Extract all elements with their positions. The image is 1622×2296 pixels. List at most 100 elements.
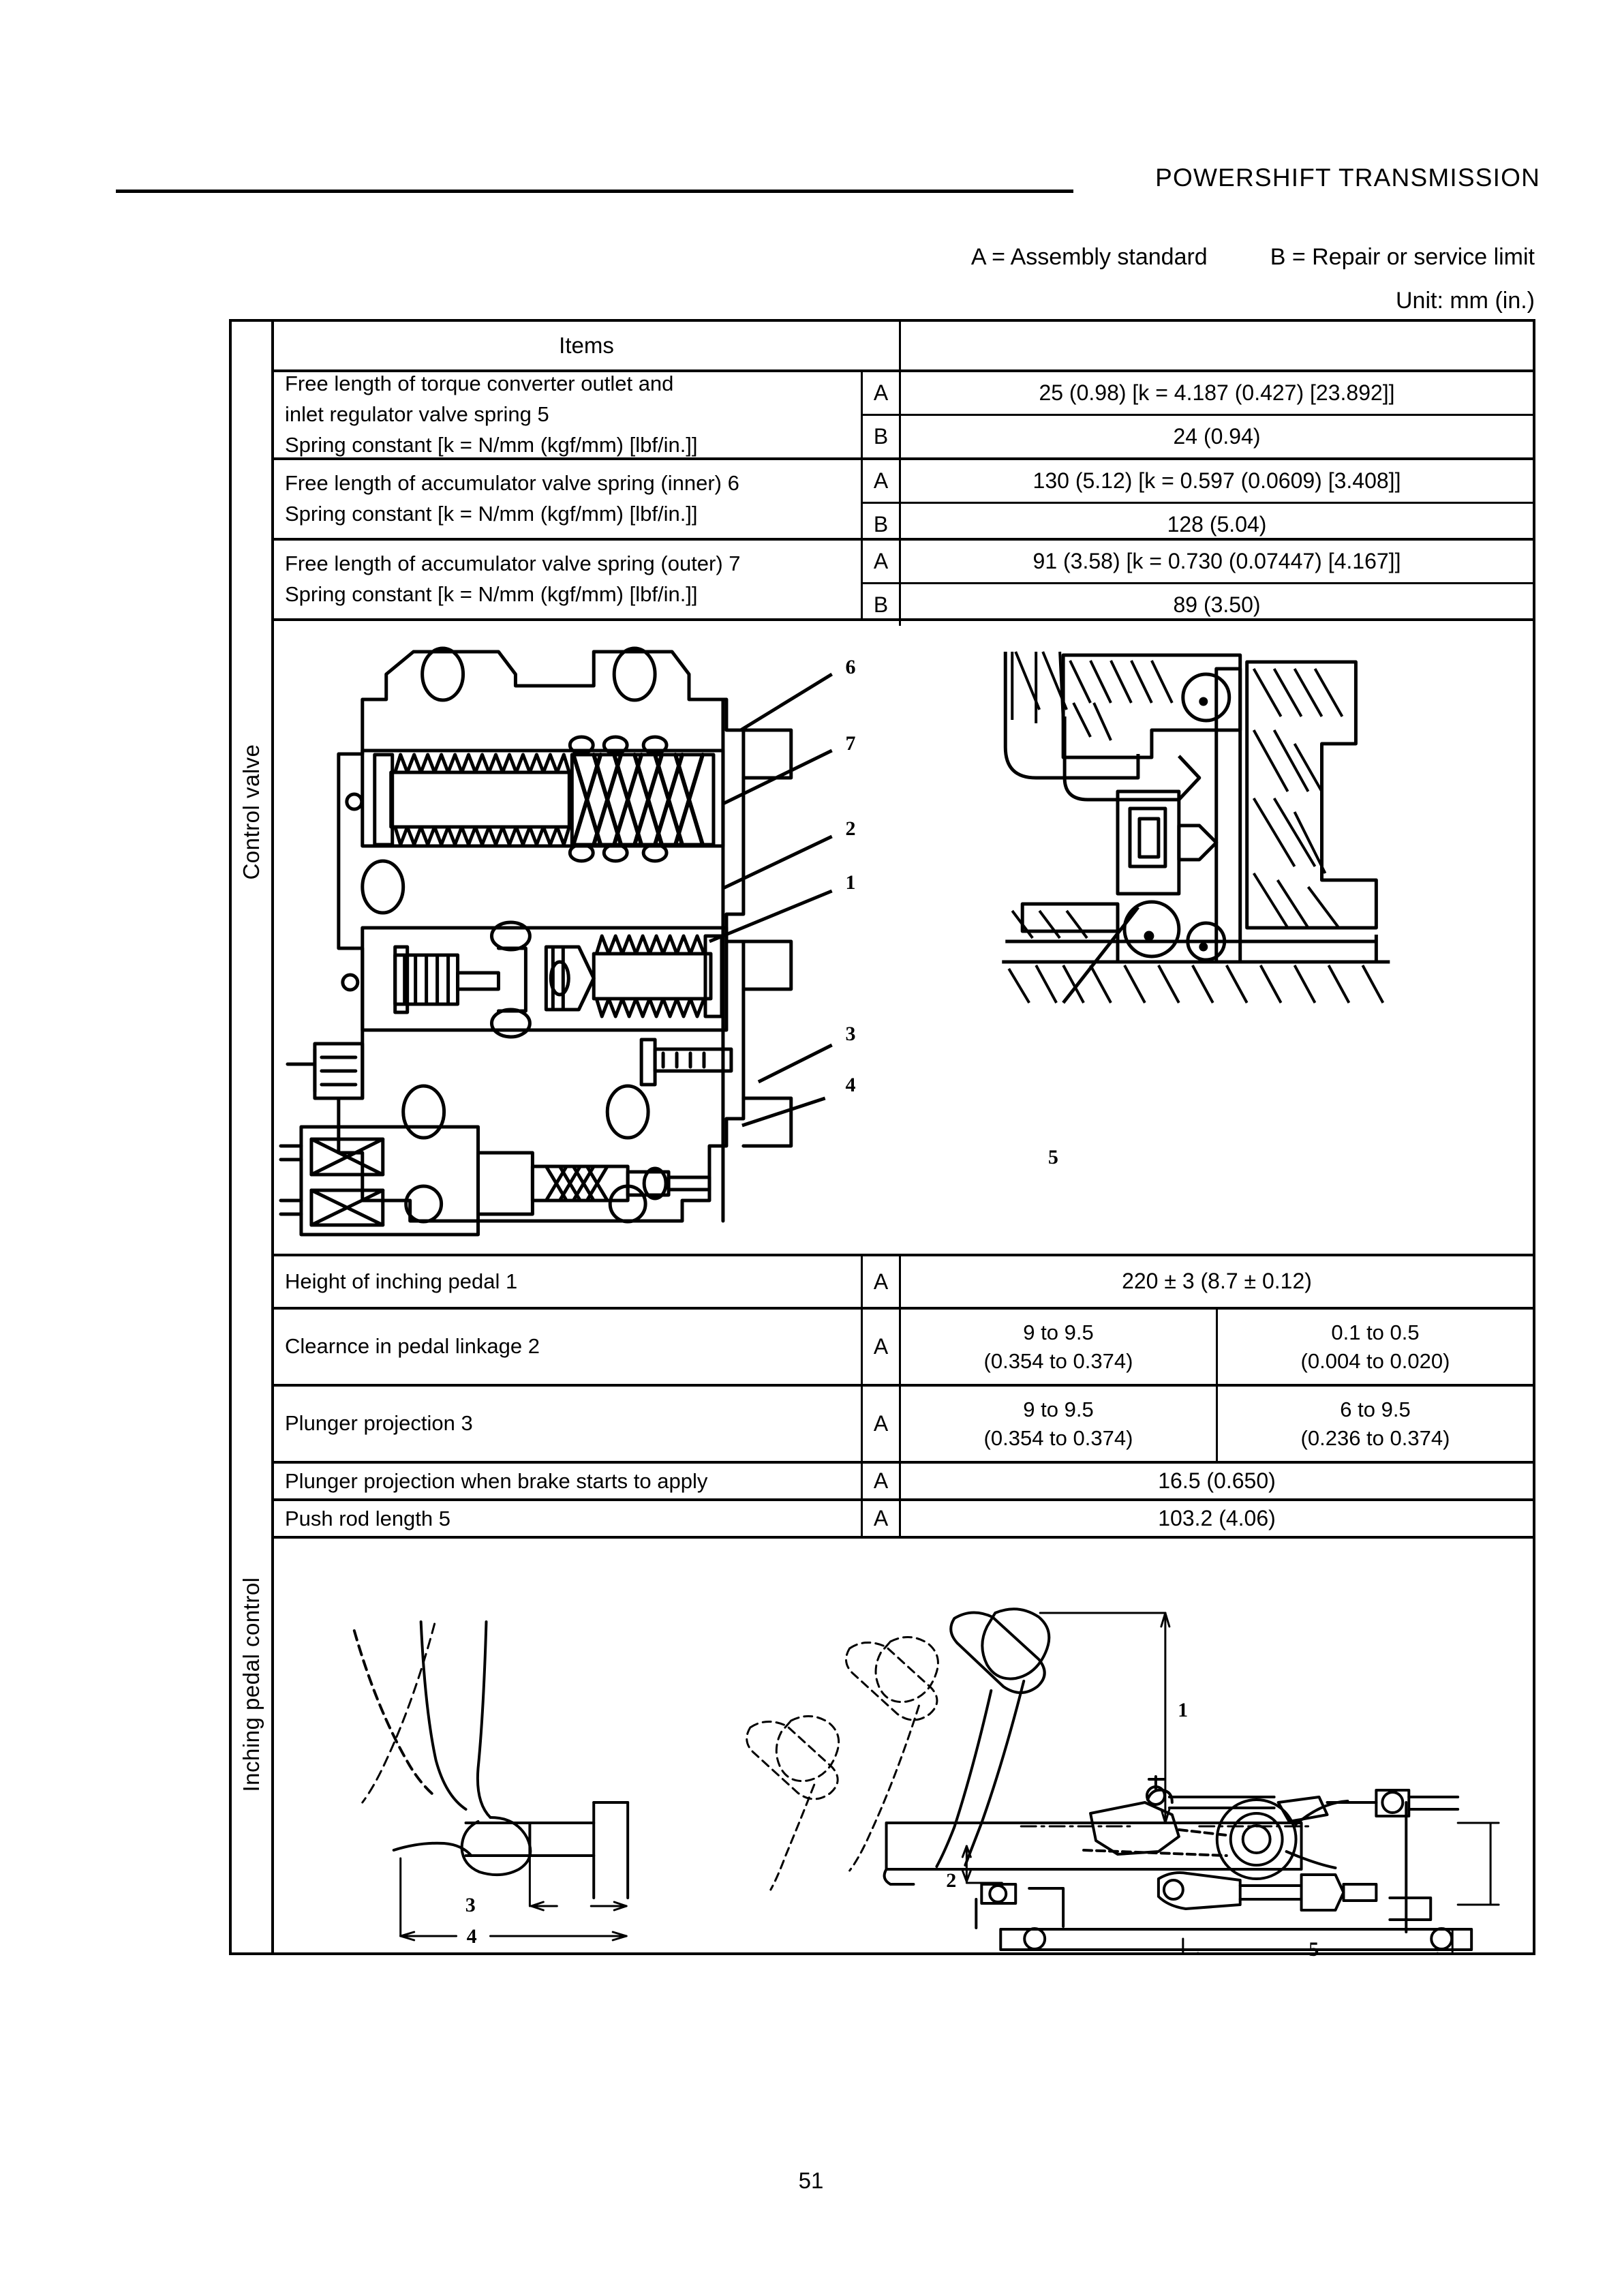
value-b: 24 (0.94) — [1173, 424, 1261, 449]
value-in: (0.354 to 0.374) — [983, 1425, 1133, 1450]
table-content-column: Items Free length of torque converter ou… — [274, 322, 1533, 1961]
callout-1: 1 — [1178, 1699, 1189, 1722]
value-b: 89 (3.50) — [1173, 592, 1261, 617]
page-title: POWERSHIFT TRANSMISSION — [1155, 164, 1540, 192]
value-mm: 9 to 9.5 — [1023, 1320, 1094, 1344]
item-description: Height of inching pedal 1 — [274, 1256, 863, 1307]
table-row: Push rod length 5 A 103.2 (4.06) — [274, 1501, 1533, 1539]
value-mm: 6 to 9.5 — [1340, 1397, 1411, 1421]
inching-pedal-svg — [352, 1607, 1500, 1952]
grade-label-a: A — [863, 460, 901, 502]
legend-repair-limit: B = Repair or service limit — [1270, 244, 1535, 270]
item-line: Free length of accumulator valve spring … — [285, 552, 741, 576]
side-label-column: Control valve Inching pedal control — [232, 322, 274, 1952]
callout-2: 2 — [845, 817, 856, 840]
item-description: Push rod length 5 — [274, 1501, 863, 1536]
value-a: 130 (5.12) [k = 0.597 (0.0609) [3.408]] — [1032, 468, 1401, 493]
grade-label-a: A — [863, 372, 901, 414]
value-a: 25 (0.98) [k = 4.187 (0.427) [23.892]] — [1039, 380, 1395, 405]
callout-7: 7 — [845, 732, 856, 755]
table-row: Free length of accumulator valve spring … — [274, 541, 1533, 626]
value-b: 128 (5.04) — [1167, 512, 1267, 537]
repair-limit-subrow: B 24 (0.94) — [863, 416, 1533, 457]
side-label-control-valve: Control valve — [239, 744, 264, 880]
callout-3: 3 — [465, 1894, 476, 1917]
grade-label-a: A — [863, 541, 901, 582]
item-line: Spring constant [k = N/mm (kgf/mm) [lbf/… — [285, 432, 698, 457]
side-label-inching-pedal-control: Inching pedal control — [239, 1577, 264, 1792]
page-number: 51 — [798, 2168, 824, 2193]
assembly-standard-subrow: A 130 (5.12) [k = 0.597 (0.0609) [3.408]… — [863, 460, 1533, 504]
value-a: 103.2 (4.06) — [1158, 1505, 1276, 1530]
table-row: Free length of torque converter outlet a… — [274, 372, 1533, 460]
value-range-left: 9 to 9.5 (0.354 to 0.374) — [901, 1310, 1218, 1384]
value-a: 16.5 (0.650) — [1158, 1468, 1276, 1493]
item-line: Free length of torque converter outlet a… — [285, 372, 674, 396]
callout-4: 4 — [845, 1073, 856, 1096]
assembly-standard-subrow: A 25 (0.98) [k = 4.187 (0.427) [23.892]] — [863, 372, 1533, 416]
item-description: Free length of accumulator valve spring … — [274, 460, 863, 538]
grade-label-a: A — [863, 1501, 901, 1536]
grade-label-a: A — [863, 1256, 901, 1307]
page-header: POWERSHIFT TRANSMISSION — [116, 164, 1540, 218]
value-in: (0.236 to 0.374) — [1300, 1425, 1450, 1450]
value-mm: 0.1 to 0.5 — [1331, 1320, 1420, 1344]
column-header-values — [901, 322, 1533, 369]
item-line: Spring constant [k = N/mm (kgf/mm) [lbf/… — [285, 582, 698, 606]
table-row: Clearnce in pedal linkage 2 A 9 to 9.5 (… — [274, 1310, 1533, 1387]
legend-unit: Unit: mm (in.) — [1396, 288, 1535, 314]
repair-limit-subrow: B 89 (3.50) — [863, 584, 1533, 626]
callout-2: 2 — [946, 1869, 957, 1892]
callout-1: 1 — [845, 871, 856, 894]
inching-pedal-figure-row: 3 4 1 2 5 — [274, 1598, 1533, 1961]
item-description: Clearnce in pedal linkage 2 — [274, 1310, 863, 1384]
grade-label-a: A — [863, 1310, 901, 1384]
repair-limit-subrow: B 128 (5.04) — [863, 504, 1533, 545]
value-in: (0.354 to 0.374) — [983, 1348, 1133, 1373]
legend-line: A = Assembly standard B = Repair or servi… — [0, 244, 1535, 271]
value-a: 91 (3.58) [k = 0.730 (0.07447) [4.167]] — [1032, 549, 1401, 573]
value-split: 9 to 9.5 (0.354 to 0.374) 0.1 to 0.5 (0.… — [901, 1310, 1533, 1384]
assembly-standard-subrow: A 91 (3.58) [k = 0.730 (0.07447) [4.167]… — [863, 541, 1533, 584]
item-description: Plunger projection 3 — [274, 1387, 863, 1461]
item-line: Free length of accumulator valve spring … — [285, 471, 739, 496]
item-line: Spring constant [k = N/mm (kgf/mm) [lbf/… — [285, 502, 698, 526]
table-header-row: Items — [274, 322, 1533, 372]
callout-5: 5 — [1047, 1146, 1058, 1169]
value-stack: A 25 (0.98) [k = 4.187 (0.427) [23.892]]… — [863, 372, 1533, 457]
value-stack: A 130 (5.12) [k = 0.597 (0.0609) [3.408]… — [863, 460, 1533, 545]
column-header-items: Items — [274, 322, 901, 369]
value-stack: A 91 (3.58) [k = 0.730 (0.07447) [4.167]… — [863, 541, 1533, 626]
value-mm: 9 to 9.5 — [1023, 1397, 1094, 1421]
table-row: Free length of accumulator valve spring … — [274, 460, 1533, 545]
item-description: Plunger projection when brake starts to … — [274, 1464, 863, 1498]
value-range-left: 9 to 9.5 (0.354 to 0.374) — [901, 1387, 1218, 1461]
control-valve-sectional-diagram: 6 7 2 1 3 4 5 — [274, 621, 1533, 1254]
callout-6: 6 — [845, 656, 856, 679]
callout-5: 5 — [1309, 1938, 1319, 1961]
inching-pedal-linkage-diagram: 3 4 1 2 5 — [274, 1598, 1533, 1961]
callout-3: 3 — [845, 1023, 856, 1046]
grade-label-b: B — [863, 416, 901, 457]
grade-label-a: A — [863, 1387, 901, 1461]
item-description: Free length of torque converter outlet a… — [274, 372, 863, 457]
control-valve-figure-row: 6 7 2 1 3 4 5 — [274, 621, 1533, 1256]
header-rule — [116, 190, 1073, 193]
table-row: Plunger projection when brake starts to … — [274, 1464, 1533, 1501]
callout-4: 4 — [466, 1924, 477, 1948]
control-valve-svg — [279, 646, 1390, 1237]
value-range-right: 0.1 to 0.5 (0.004 to 0.020) — [1218, 1310, 1533, 1384]
table-row: Height of inching pedal 1 A 220 ± 3 (8.7… — [274, 1256, 1533, 1310]
value-split: 9 to 9.5 (0.354 to 0.374) 6 to 9.5 (0.23… — [901, 1387, 1533, 1461]
value-a: 220 ± 3 (8.7 ± 0.12) — [1122, 1269, 1312, 1294]
grade-label-b: B — [863, 504, 901, 545]
grade-label-b: B — [863, 584, 901, 626]
table-row: Plunger projection 3 A 9 to 9.5 (0.354 t… — [274, 1387, 1533, 1464]
item-description: Free length of accumulator valve spring … — [274, 541, 863, 618]
grade-label-a: A — [863, 1464, 901, 1498]
legend-assembly-standard: A = Assembly standard — [970, 244, 1208, 270]
value-in: (0.004 to 0.020) — [1300, 1348, 1450, 1373]
item-line: inlet regulator valve spring 5 — [285, 402, 549, 427]
specification-table: Control valve Inching pedal control Item… — [229, 319, 1535, 1961]
